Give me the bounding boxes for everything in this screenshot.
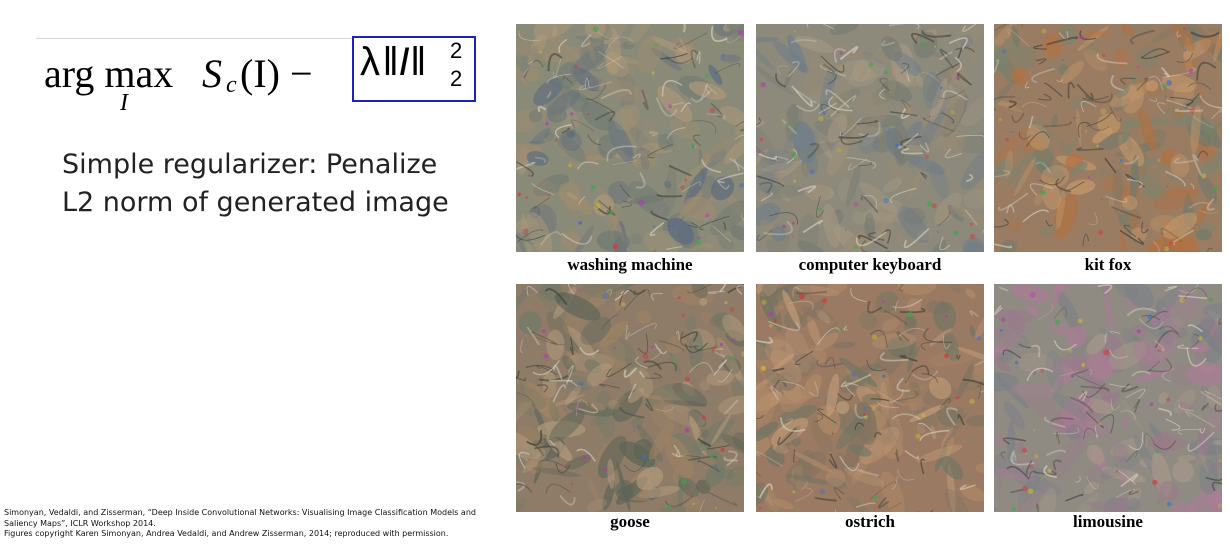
score-argument: (I) − (240, 51, 313, 96)
figure-image-ostrich (756, 284, 984, 512)
figure-image-goose (516, 284, 744, 512)
argmax-subscript: I (120, 90, 128, 116)
regularizer-subscript: 2 (450, 66, 463, 91)
figure-label-ostrich: ostrich (844, 512, 896, 531)
regularizer-superscript: 2 (450, 38, 463, 63)
figure-label-computer-keyboard: computer keyboard (798, 255, 942, 274)
regularizer-box: λ ‖I‖ 2 2 (352, 36, 476, 102)
citation-line-1: Simonyan, Vedaldi, and Zisserman, “Deep … (4, 508, 476, 517)
slide-caption: Simple regularizer: Penalize L2 norm of … (62, 146, 449, 222)
regularizer-norm: ‖I‖ (382, 40, 427, 84)
argmax-operator: arg max (44, 51, 174, 96)
citation-line-2: Saliency Maps”, ICLR Workshop 2014. (4, 518, 156, 528)
citation: Simonyan, Vedaldi, and Zisserman, “Deep … (4, 508, 504, 540)
figure-image-washing-machine (516, 24, 744, 252)
figure-label-washing-machine: washing machine (567, 255, 693, 274)
figure-label-goose: goose (610, 512, 650, 531)
figure-label-kit-fox: kit fox (1084, 255, 1132, 274)
citation-line-3: Figures copyright Karen Simonyan, Andrea… (4, 529, 449, 539)
regularizer-lambda: λ (360, 40, 380, 84)
figure-image-kit-fox (994, 24, 1222, 252)
figure-image-limousine (994, 284, 1222, 512)
figure-image-computer-keyboard (756, 24, 984, 252)
caption-line-1: Simple regularizer: Penalize (62, 149, 438, 180)
score-symbol: S (202, 51, 222, 96)
figure-label-limousine: limousine (1073, 512, 1143, 531)
caption-line-2: L2 norm of generated image (62, 187, 449, 218)
score-subscript: c (226, 72, 237, 98)
divider-line (36, 38, 354, 39)
objective-formula: arg max I S c (I) − (44, 42, 484, 116)
